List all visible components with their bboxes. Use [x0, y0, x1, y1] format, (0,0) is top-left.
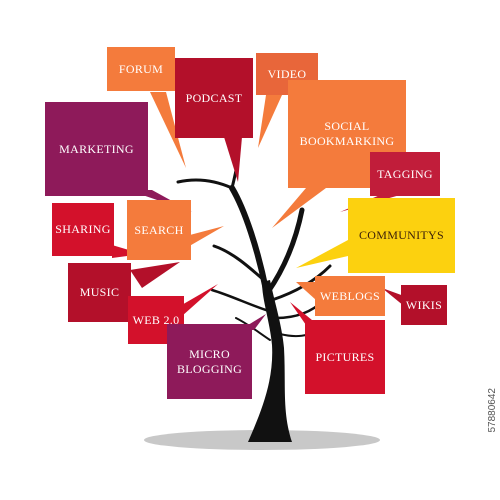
stock-id-label: 57880642	[487, 388, 498, 433]
bubble-music: MUSIC	[68, 263, 131, 322]
bubble-marketing: MARKETING	[45, 102, 148, 196]
bubble-sharing: SHARING	[52, 203, 114, 256]
bubble-communitys: COMMUNITYS	[348, 198, 455, 273]
bubble-micro-blogging: MICRO BLOGGING	[167, 324, 252, 399]
bubble-forum: FORUM	[107, 47, 175, 91]
bubble-podcast: PODCAST	[175, 58, 253, 138]
bubble-search: SEARCH	[127, 200, 191, 260]
bubble-web20: WEB 2.0	[128, 296, 184, 344]
bubble-wikis: WIKIS	[401, 285, 447, 325]
bubble-weblogs: WEBLOGS	[315, 276, 385, 316]
tree-trunk	[248, 280, 292, 442]
bubble-tagging: TAGGING	[370, 152, 440, 196]
bubble-pictures: PICTURES	[305, 320, 385, 394]
